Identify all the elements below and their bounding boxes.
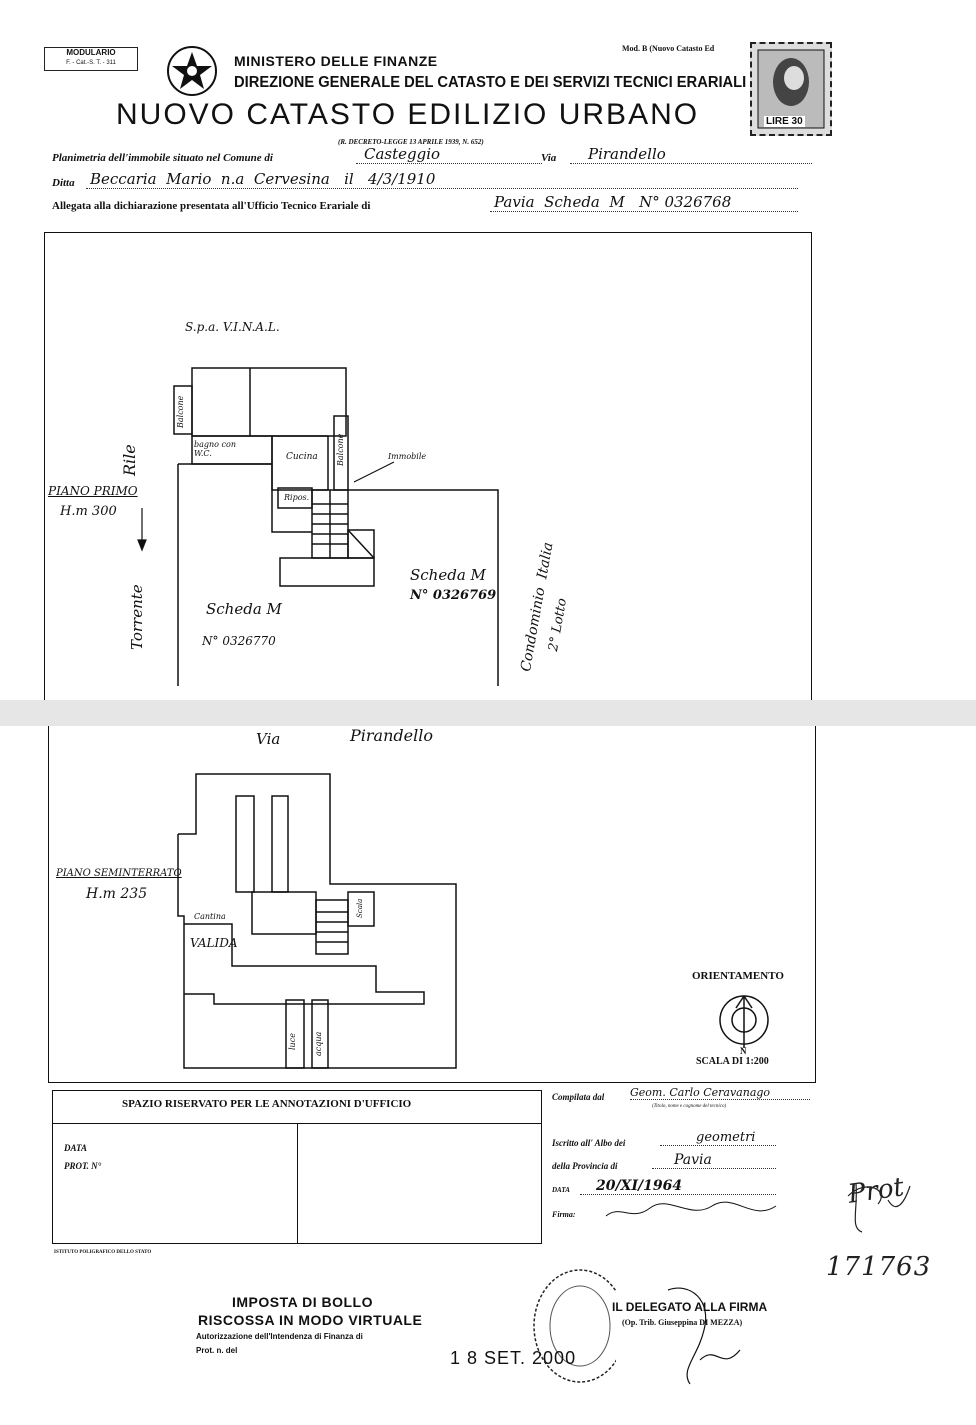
- allegata-value: Pavia Scheda M N° 0326768: [490, 193, 798, 212]
- bollo-line2: RISCOSSA IN MODO VIRTUALE: [198, 1312, 423, 1328]
- via-label: Via: [541, 152, 557, 164]
- office-data-label: DATA: [64, 1143, 88, 1153]
- firma-label: Firma:: [552, 1210, 576, 1219]
- delegato-sub: (Op. Trib. Giuseppina DI MEZZA): [622, 1318, 743, 1327]
- office-prot-label: PROT. N°: [64, 1161, 102, 1171]
- spa-label: S.p.a. V.I.N.A.L.: [185, 320, 280, 334]
- mod-label: Mod. B (Nuovo Catasto Ed: [622, 44, 715, 53]
- cucina-room: [271, 435, 329, 491]
- piano-seminterrato-label: PIANO SEMINTERRATO: [56, 868, 182, 879]
- data2-label: DATA: [552, 1186, 570, 1194]
- scheda-770-label: Scheda M: [206, 600, 282, 618]
- istituto-label: ISTITUTO POLIGRAFICO DELLO STATO: [54, 1250, 152, 1255]
- decree-ref: (R. DECRETO-LEGGE 13 APRILE 1939, N. 652…: [338, 138, 484, 146]
- compilata-label: Compilata dal: [552, 1092, 605, 1102]
- allegata-label: Allegata alla dichiarazione presentata a…: [52, 200, 371, 212]
- bollo-line1: IMPOSTA DI BOLLO: [232, 1294, 373, 1310]
- cucina-label: Cucina: [286, 452, 318, 462]
- iscritto-value: geometri: [660, 1130, 776, 1146]
- piano-primo-label: PIANO PRIMO: [48, 484, 138, 498]
- lower-floor-plan: [177, 773, 769, 1069]
- direction-name: DIREZIONE GENERALE DEL CATASTO E DEI SER…: [234, 74, 747, 91]
- compass-icon: [719, 995, 769, 1048]
- upper-plan-frame: [44, 232, 812, 703]
- scheda-770-number: N° 0326770: [202, 634, 276, 648]
- bagno-label: bagno con W.C.: [194, 440, 236, 458]
- compilata-value: Geom. Carlo Ceravanago: [630, 1086, 810, 1100]
- lower-via-label: Via: [256, 730, 281, 748]
- upper-floor-plan: [137, 367, 499, 686]
- date-stamp: 1 8 SET. 2000: [450, 1348, 577, 1368]
- orientamento-label: ORIENTAMENTO: [692, 970, 784, 982]
- planimetria-label: Planimetria dell'immobile situato nel Co…: [52, 152, 273, 164]
- page-title: NUOVO CATASTO EDILIZIO URBANO: [116, 98, 700, 131]
- immobile-label: Immobile: [388, 452, 427, 461]
- modulario-label: MODULARIO: [66, 48, 116, 57]
- lower-stairs: [315, 899, 349, 955]
- ministry-name: MINISTERO DELLE FINANZE: [234, 53, 438, 69]
- office-notes-box: [52, 1090, 542, 1244]
- bollo-line4: Prot. n. del: [196, 1346, 238, 1355]
- ditta-label: Ditta: [52, 177, 75, 189]
- emblem-icon: [164, 44, 220, 98]
- revenue-stamp: LIRE 30: [750, 42, 832, 136]
- cantina-label: Cantina: [194, 912, 226, 921]
- modulario-box: MODULARIO F. - Cat.-S. T. - 311: [44, 47, 138, 71]
- scale-label: SCALA DI 1:200: [696, 1056, 769, 1067]
- office-notes-title: SPAZIO RISERVATO PER LE ANNOTAZIONI D'UF…: [122, 1098, 412, 1110]
- piano-seminterrato-height: H.m 235: [86, 886, 148, 902]
- page-separator: [0, 700, 976, 726]
- ditta-value: Beccaria Mario n.a Cervesina il 4/3/1910: [86, 170, 798, 189]
- provincia-label: della Provincia di: [552, 1161, 618, 1171]
- compilata-sub: (Titolo, nome e cognome del tecnico): [652, 1104, 727, 1109]
- lower-plan-frame: [48, 726, 816, 1083]
- north-label: N: [740, 1046, 747, 1056]
- piano-primo-height: H.m 300: [60, 504, 117, 519]
- provincia-value: Pavia: [652, 1152, 776, 1169]
- scala-room: [347, 891, 375, 927]
- delegato-label: IL DELEGATO ALLA FIRMA: [612, 1300, 768, 1314]
- round-office-stamp: [528, 1266, 616, 1386]
- scheda-769-label: Scheda M: [410, 566, 486, 584]
- stamp-value: LIRE 30: [764, 116, 805, 127]
- modulario-code: F. - Cat.-S. T. - 311: [66, 60, 116, 66]
- iscritto-label: Iscritto all' Albo dei: [552, 1138, 626, 1148]
- comune-value: Casteggio: [356, 145, 542, 164]
- scheda-769-number: N° 0326769: [410, 588, 497, 603]
- data2-value: 20/XI/1964: [580, 1178, 776, 1195]
- via-value: Pirandello: [570, 145, 812, 164]
- ripost-label: Ripos.: [284, 493, 310, 502]
- balcone-left: [173, 385, 193, 435]
- bollo-line3: Autorizzazione dell'Intendenza di Finanz…: [196, 1332, 363, 1341]
- lower-via-name: Pirandello: [350, 726, 433, 745]
- prot-number: 171763: [826, 1252, 932, 1282]
- valida-label: VALIDA: [190, 936, 238, 950]
